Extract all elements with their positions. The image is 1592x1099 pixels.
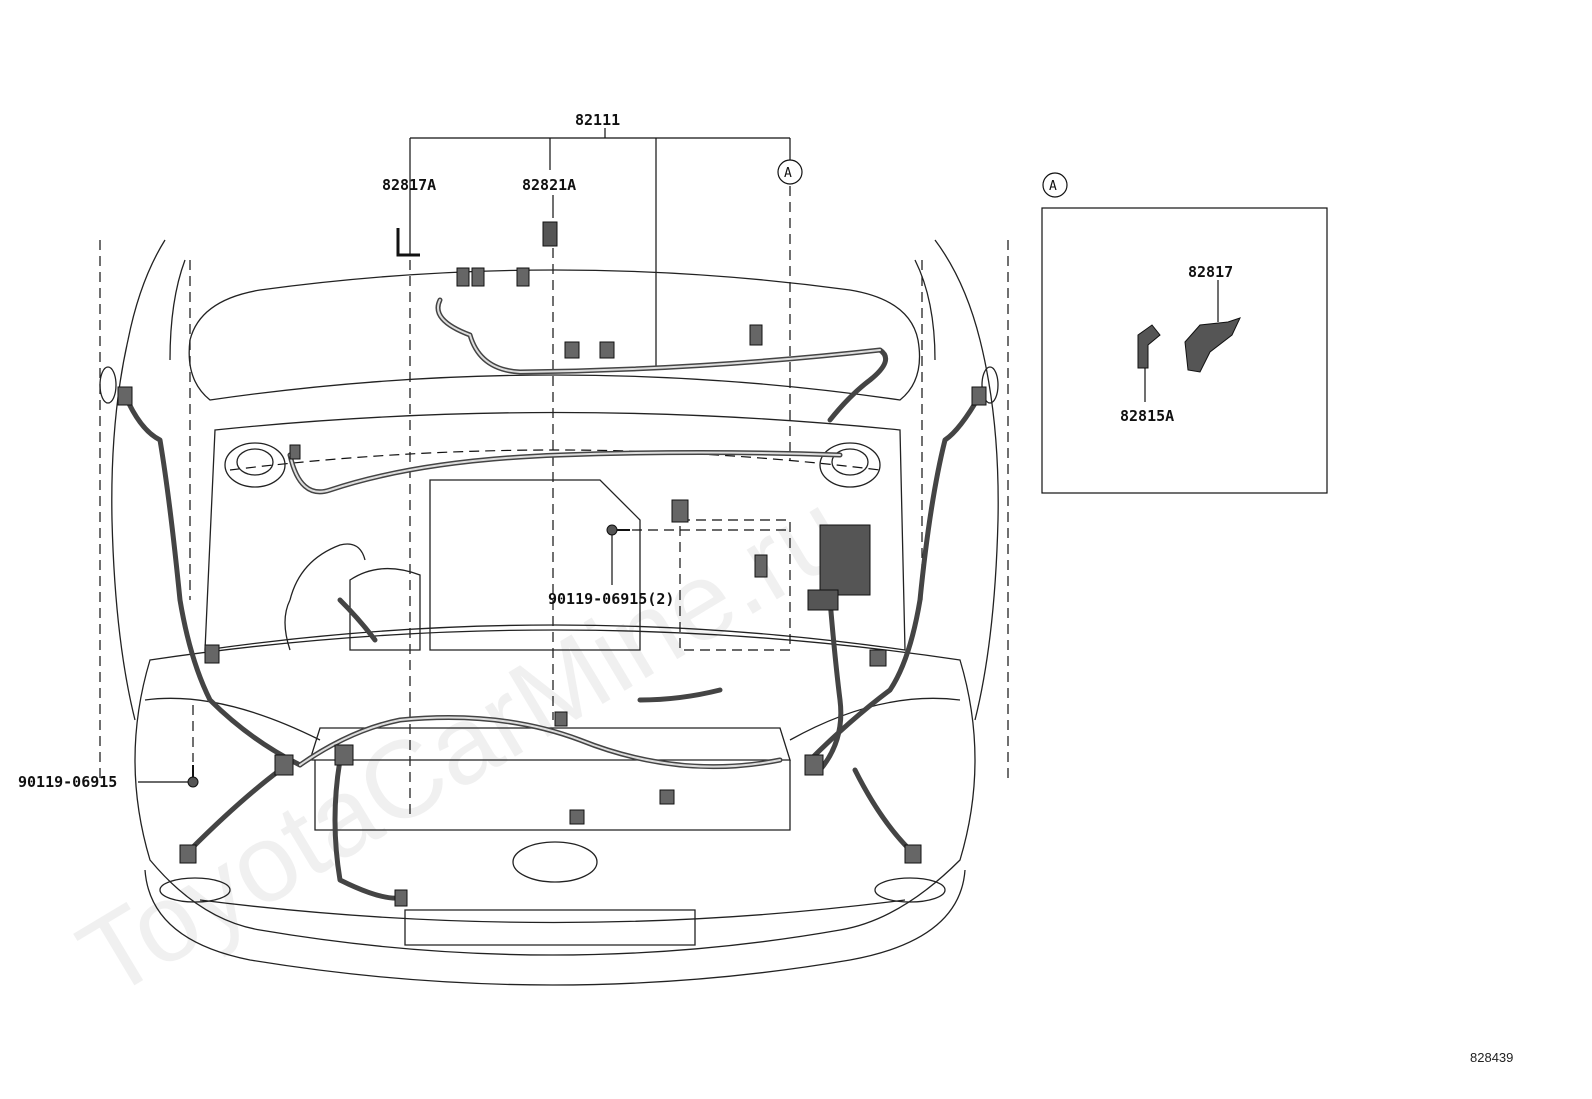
label-82815A: 82815A [1120,407,1174,425]
part-82817A-icon [396,228,420,257]
part-82821A-icon [542,221,558,247]
label-bolt-center: 90119-06915(2) [548,590,674,608]
part-82815A-icon [1137,324,1161,369]
label-82821A: 82821A [522,176,576,194]
watermark: ToyotaCarMine.ru [59,468,866,1021]
label-82111: 82111 [575,111,620,129]
label-82817: 82817 [1188,263,1233,281]
diagram-code: 828439 [1470,1050,1513,1065]
harness-connectors [117,267,987,907]
body-outline-dashed [99,240,1009,780]
ref-a-marker: A [784,166,792,181]
part-82817-icon [1184,317,1241,373]
detail-a-panel: A 82817 82815A [1041,172,1328,494]
callout-82111 [409,128,803,820]
bolt-left-icon [138,705,199,788]
car-body-outline [99,239,999,986]
label-bolt-left: 90119-06915 [18,773,117,791]
label-82817A: 82817A [382,176,436,194]
main-wire-harness [122,297,983,901]
bolt-center-icon [606,524,790,585]
detail-a-marker: A [1049,179,1057,194]
